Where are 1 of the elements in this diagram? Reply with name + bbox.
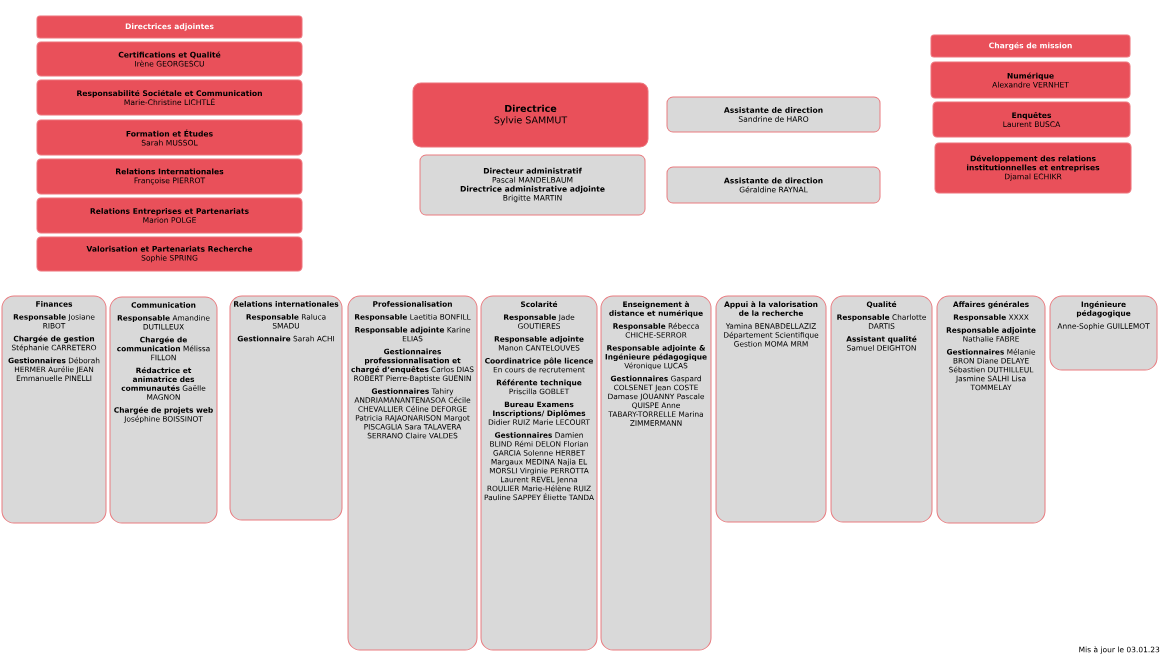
director-box: Directrice Sylvie SAMMUT — [412, 82, 649, 148]
